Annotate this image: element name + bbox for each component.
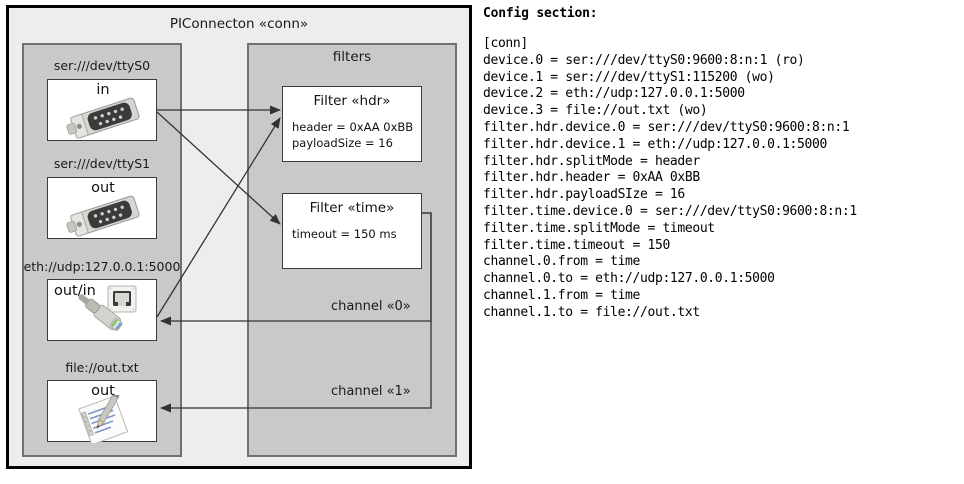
device-label-0: ser:///dev/ttyS0 — [53, 58, 151, 73]
config-line: filter.hdr.splitMode = header — [483, 153, 700, 169]
device-io-1: out — [91, 180, 115, 196]
filter-title-time: Filter «time» — [309, 200, 395, 216]
device-io-0: in — [96, 82, 110, 98]
config-line: device.1 = ser:///dev/ttyS1:115200 (wo) — [483, 69, 775, 85]
config-heading: Config section: — [483, 6, 598, 21]
filter-box-hdr[interactable]: Filter «hdr» header = 0xAA 0xBB payloadS… — [282, 86, 422, 162]
device-label-1: ser:///dev/ttyS1 — [53, 156, 151, 171]
config-line: [conn] — [483, 36, 528, 51]
config-line: filter.hdr.header = 0xAA 0xBB — [483, 170, 700, 186]
diagram-outer-frame: PIConnecton «conn» filters ser:///dev/tt… — [6, 5, 472, 469]
diagram-title: PIConnecton «conn» — [169, 16, 309, 32]
filter-prop-header: header = 0xAA 0xBB — [292, 120, 414, 134]
config-line: filter.time.splitMode = timeout — [483, 220, 715, 236]
device-label-2: eth://udp:127.0.0.1:5000 — [23, 259, 181, 274]
ethernet-jack-icon — [78, 285, 137, 331]
device-box-0[interactable]: in — [47, 79, 157, 141]
config-line: channel.0.from = time — [483, 254, 641, 270]
device-box-3[interactable]: out — [47, 380, 157, 443]
config-line: filter.hdr.device.1 = eth://udp:127.0.0.… — [483, 136, 827, 152]
config-line: device.0 = ser:///dev/ttyS0:9600:8:n:1 (… — [483, 52, 805, 68]
device-io-2: out/in — [54, 283, 96, 299]
config-section: Config section: [conn]device.0 = ser:///… — [483, 6, 961, 322]
channel-label-1: channel «1» — [331, 384, 411, 399]
text-file-pencil-icon — [78, 395, 129, 443]
serial-connector-icon — [66, 97, 140, 139]
filter-prop-timeout: timeout = 150 ms — [292, 227, 397, 241]
serial-connector-icon — [66, 195, 140, 237]
device-box-2[interactable]: out/in — [47, 279, 157, 341]
filter-prop-payload-size: payloadSize = 16 — [292, 136, 393, 150]
config-line: filter.hdr.device.0 = ser:///dev/ttyS0:9… — [483, 119, 850, 135]
filter-title-hdr: Filter «hdr» — [313, 93, 391, 109]
config-line: channel.1.to = file://out.txt — [483, 304, 700, 320]
config-line: channel.0.to = eth://udp:127.0.0.1:5000 — [483, 271, 775, 287]
config-line: device.3 = file://out.txt (wo) — [483, 103, 708, 119]
config-line: filter.hdr.payloadSIze = 16 — [483, 187, 685, 203]
device-box-1[interactable]: out — [47, 177, 157, 239]
filter-box-time[interactable]: Filter «time» timeout = 150 ms — [282, 193, 422, 269]
config-lines: [conn]device.0 = ser:///dev/ttyS0:9600:8… — [483, 36, 961, 322]
config-line: channel.1.from = time — [483, 287, 641, 303]
device-label-3: file://out.txt — [65, 360, 139, 375]
channel-label-0: channel «0» — [331, 299, 411, 314]
config-line: filter.time.timeout = 150 — [483, 237, 670, 253]
config-line: device.2 = eth://udp:127.0.0.1:5000 — [483, 86, 745, 102]
config-line: filter.time.device.0 = ser:///dev/ttyS0:… — [483, 203, 857, 219]
device-io-3: out — [91, 383, 115, 399]
filters-group-title: filters — [332, 49, 372, 65]
